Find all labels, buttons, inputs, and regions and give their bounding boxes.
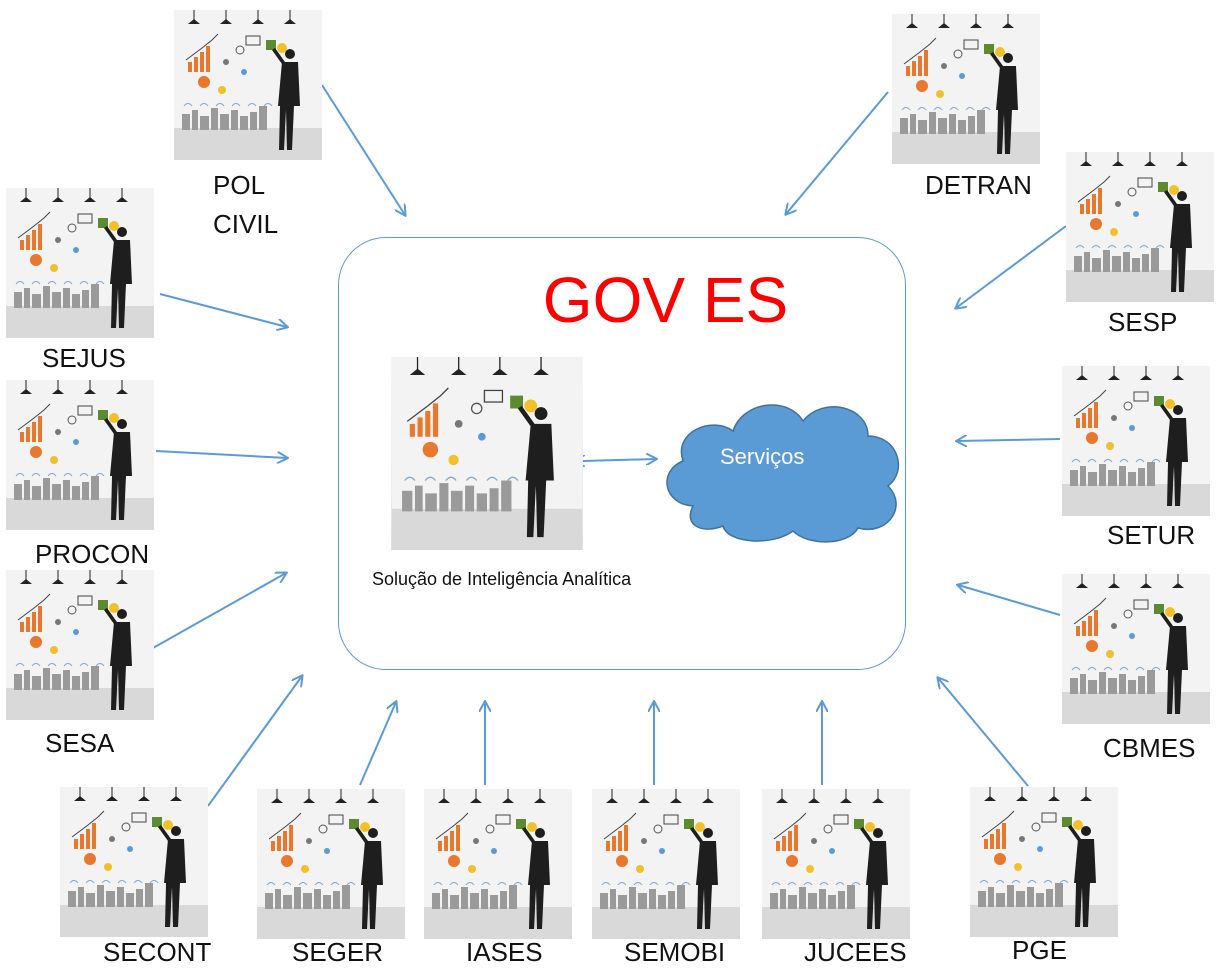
pge-label: PGE (1012, 935, 1067, 965)
gov-es-container (338, 237, 906, 670)
arrow-cbmes (958, 585, 1061, 616)
businessman-analytics-icon (6, 570, 154, 720)
arrow-seger (359, 702, 396, 786)
businessman-analytics-icon (391, 357, 583, 550)
businessman-analytics-icon (424, 789, 572, 939)
iases-label: IASES (466, 937, 543, 967)
sesp-image (1066, 152, 1214, 302)
businessman-analytics-icon (1062, 366, 1210, 516)
secont-label: SECONT (103, 937, 212, 967)
arrow-secont (207, 676, 302, 807)
sejus-image (6, 188, 154, 338)
pol-civil-label-line2: CIVIL (213, 209, 279, 239)
cbmes-image (1062, 574, 1210, 724)
services-label: Serviços (720, 444, 805, 469)
pol-civil-label-line1: POL (213, 170, 266, 200)
seger-label: SEGER (292, 937, 384, 967)
arrow-pol-civil (321, 84, 405, 215)
businessman-analytics-icon (592, 789, 740, 939)
semobi-image (592, 789, 740, 939)
jucees-label: JUCEES (804, 937, 907, 967)
services-cloud (666, 404, 899, 543)
arrow-sesp (956, 225, 1067, 308)
setur-label: SETUR (1107, 520, 1196, 550)
sejus-label: SEJUS (42, 343, 126, 373)
detran-label: DETRAN (925, 170, 1032, 200)
pge-image (970, 787, 1118, 937)
detran-image (892, 14, 1040, 164)
jucees-image (762, 789, 910, 939)
solution-caption: Solução de Inteligência Analítica (372, 569, 632, 589)
seger-image (257, 789, 405, 939)
businessman-analytics-icon (1066, 152, 1214, 302)
iases-image (424, 789, 572, 939)
procon-image (6, 380, 154, 530)
secont-image (60, 787, 208, 937)
procon-label: PROCON (35, 539, 150, 569)
gov-es-title: GOV ES (542, 264, 789, 336)
businessman-analytics-icon (257, 789, 405, 939)
arrow-detran (786, 91, 889, 214)
setur-image (1062, 366, 1210, 516)
businessman-analytics-icon (6, 380, 154, 530)
businessman-analytics-icon (762, 789, 910, 939)
pol-civil-image (174, 10, 322, 160)
solution-image (391, 357, 583, 550)
arrow-solution-services (583, 459, 656, 461)
businessman-analytics-icon (6, 188, 154, 338)
businessman-analytics-icon (60, 787, 208, 937)
arrow-pge (938, 678, 1029, 787)
semobi-label: SEMOBI (624, 937, 726, 967)
sesp-label: SESP (1108, 307, 1178, 337)
cbmes-label: CBMES (1103, 733, 1196, 763)
sesa-image (6, 570, 154, 720)
arrow-sejus (159, 293, 287, 327)
businessman-analytics-icon (1062, 574, 1210, 724)
arrow-procon (155, 450, 287, 458)
businessman-analytics-icon (970, 787, 1118, 937)
sesa-label: SESA (45, 728, 115, 758)
businessman-analytics-icon (892, 14, 1040, 164)
businessman-analytics-icon (174, 10, 322, 160)
arrow-sesa (152, 573, 286, 649)
arrow-setur (957, 439, 1061, 441)
